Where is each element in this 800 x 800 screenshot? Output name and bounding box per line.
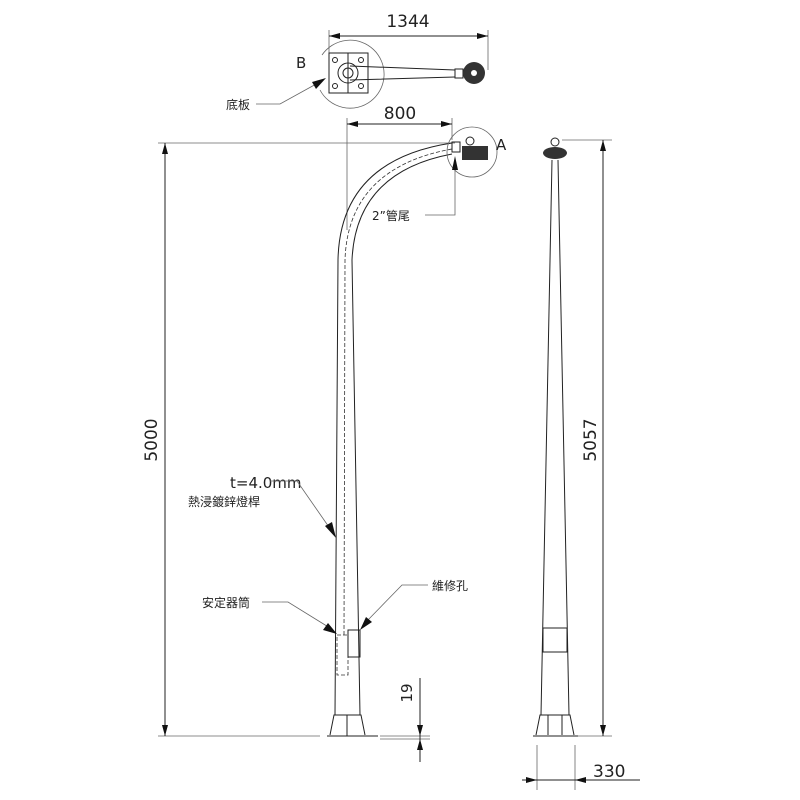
dim-pole-height: 5000 — [142, 418, 162, 461]
ballast-box — [336, 634, 349, 676]
side-maintenance-hole — [542, 627, 568, 653]
dim-arm-reach: 800 — [384, 104, 416, 124]
dim-total-height: 5057 — [581, 418, 601, 461]
front-view: 800 5000 A 2”管尾 t=4.0mm 熱浸鍍鋅燈桿 安定器筒 維修孔 — [142, 104, 507, 762]
side-pole — [540, 159, 570, 716]
label-pipe-tail: 2”管尾 — [372, 208, 410, 223]
top-view: 1344 B 底板 — [226, 12, 489, 112]
label-detail-b: B — [296, 54, 306, 72]
label-thickness: t=4.0mm — [230, 474, 302, 492]
maintenance-hole — [347, 629, 361, 658]
label-pole-material: 熱浸鍍鋅燈桿 — [188, 494, 260, 509]
label-base-plate: 底板 — [226, 97, 250, 112]
detail-a-circle — [446, 126, 498, 178]
side-view: 5057 330 — [522, 137, 640, 790]
label-maintenance-hole: 維修孔 — [432, 578, 468, 593]
dim-base-width: 330 — [593, 762, 625, 782]
dim-base-height: 19 — [398, 683, 416, 702]
luminaire-side-icon — [462, 146, 488, 160]
detail-b-circle — [319, 39, 385, 109]
dim-arm-span: 1344 — [386, 12, 429, 32]
pole-right-edge — [351, 153, 453, 716]
pole-left-edge — [334, 142, 453, 716]
label-detail-a: A — [496, 136, 507, 154]
label-ballast-box: 安定器筒 — [202, 595, 250, 610]
luminaire-end-icon — [543, 147, 567, 159]
